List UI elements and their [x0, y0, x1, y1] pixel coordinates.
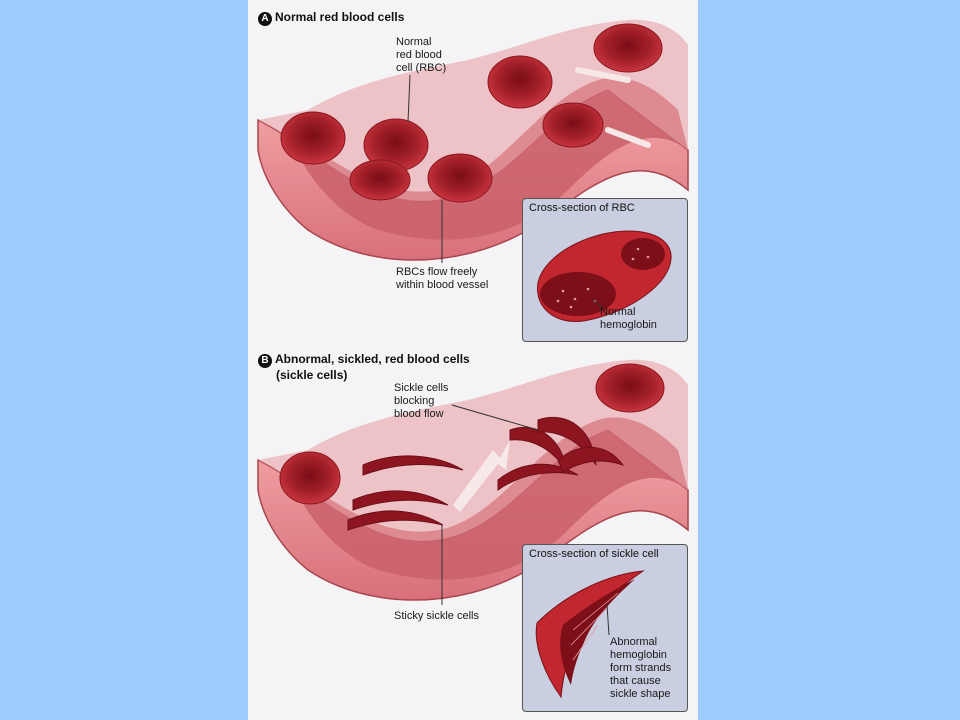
- label-normal-hemoglobin: Normal hemoglobin: [600, 306, 657, 332]
- label-abnormal-hemoglobin-line: that cause: [610, 675, 661, 687]
- label-sickle-blocking-line: blocking: [394, 395, 435, 407]
- label-rbc-flow: RBCs flow freely within blood vessel: [396, 266, 488, 292]
- inset-rbc-title: Cross-section of RBC: [529, 202, 635, 214]
- label-abnormal-hemoglobin: Abnormal hemoglobin form strands that ca…: [610, 636, 671, 701]
- label-sickle-blocking-line: blood flow: [394, 408, 444, 420]
- label-abnormal-hemoglobin-line: hemoglobin: [610, 649, 667, 661]
- label-normal-rbc-line: red blood: [396, 49, 442, 61]
- section-a-badge: A: [258, 12, 272, 26]
- inset-rbc-cross-section: Cross-section of RBC: [522, 198, 688, 342]
- section-b-badge: B: [258, 354, 272, 368]
- label-abnormal-hemoglobin-line: Abnormal: [610, 636, 658, 648]
- label-normal-rbc: Normal red blood cell (RBC): [396, 36, 446, 75]
- inset-sickle-title: Cross-section of sickle cell: [529, 548, 659, 560]
- rbc-cross-section-artwork: [536, 230, 672, 322]
- section-b-title-line2: (sickle cells): [276, 368, 348, 382]
- section-b-title: Abnormal, sickled, red blood cells: [275, 352, 470, 366]
- label-normal-rbc-line: cell (RBC): [396, 62, 447, 74]
- label-rbc-flow-line: RBCs flow freely: [396, 266, 478, 278]
- label-sickle-blocking-line: Sickle cells: [394, 382, 449, 394]
- label-abnormal-hemoglobin-line: form strands: [610, 662, 672, 674]
- label-normal-hemoglobin-line: hemoglobin: [600, 319, 657, 331]
- label-abnormal-hemoglobin-line: sickle shape: [610, 688, 671, 700]
- label-rbc-flow-line: within blood vessel: [396, 279, 489, 291]
- sickle-cells-b: [279, 363, 665, 531]
- label-normal-hemoglobin-line: Normal: [600, 306, 636, 318]
- red-blood-cells-a: [280, 23, 663, 203]
- diagram-artwork: [257, 19, 689, 605]
- sickle-cross-section-artwork: [535, 570, 645, 699]
- label-sticky-sickle-cells: Sticky sickle cells: [394, 610, 479, 622]
- label-normal-rbc-line: Normal: [396, 36, 432, 48]
- label-sickle-blocking: Sickle cells blocking blood flow: [394, 382, 448, 421]
- section-a-title: Normal red blood cells: [275, 10, 405, 24]
- inset-sickle-cross-section: Cross-section of sickle cell: [522, 544, 688, 712]
